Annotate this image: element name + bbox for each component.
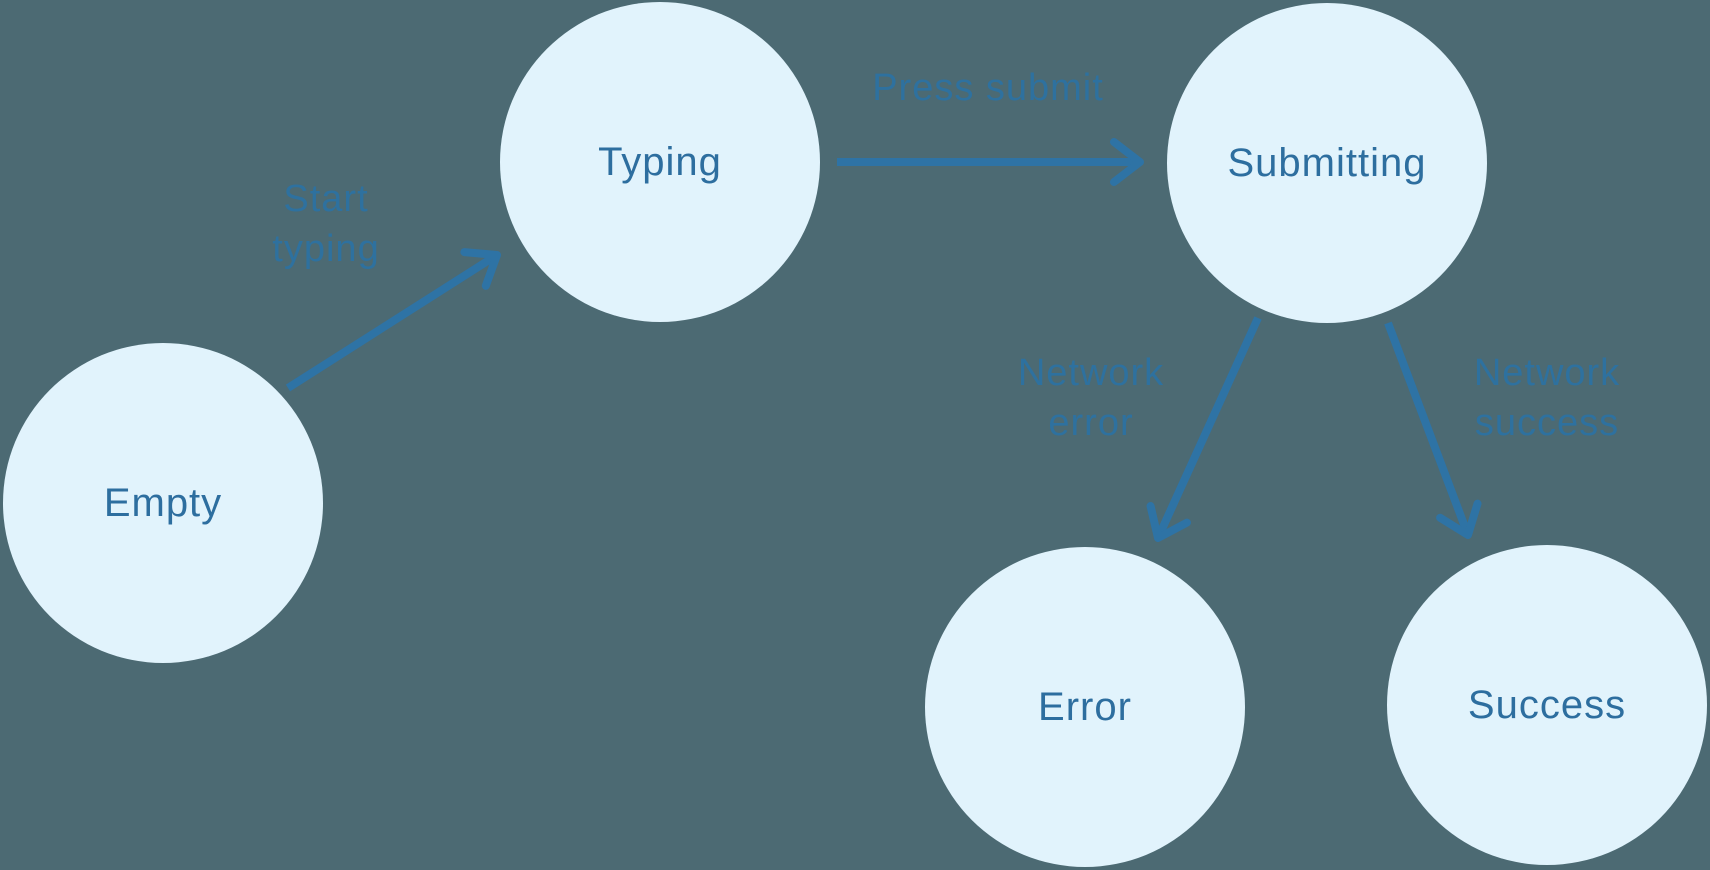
node-typing-label: Typing bbox=[598, 139, 722, 184]
node-submitting: Submitting bbox=[1167, 3, 1487, 323]
edge-label-line: error bbox=[1048, 402, 1134, 444]
node-error-label: Error bbox=[1038, 684, 1132, 729]
edge-label-line: Network bbox=[1017, 352, 1165, 394]
edge-submitting-to-error bbox=[1146, 316, 1262, 542]
node-success: Success bbox=[1387, 545, 1707, 865]
edge-label-network-success: Network success bbox=[1474, 348, 1620, 448]
edge-submitting-to-success bbox=[1384, 321, 1482, 539]
edge-label-line: typing bbox=[272, 228, 380, 270]
node-empty: Empty bbox=[3, 343, 323, 663]
edge-label-start-typing: Start typing bbox=[272, 174, 379, 274]
node-success-label: Success bbox=[1467, 682, 1627, 727]
edge-label-press-submit: Press submit bbox=[872, 63, 1104, 113]
edge-label-line: Network bbox=[1473, 352, 1621, 394]
edge-empty-to-typing bbox=[285, 248, 501, 392]
edge-label-line: success bbox=[1474, 402, 1620, 444]
edge-label-line: Start bbox=[283, 178, 369, 220]
node-error: Error bbox=[925, 547, 1245, 867]
node-typing: Typing bbox=[500, 2, 820, 322]
edge-label-line: Press submit bbox=[872, 67, 1104, 109]
edge-label-network-error: Network error bbox=[1018, 348, 1164, 448]
node-empty-label: Empty bbox=[103, 480, 223, 525]
node-submitting-label: Submitting bbox=[1227, 140, 1427, 185]
